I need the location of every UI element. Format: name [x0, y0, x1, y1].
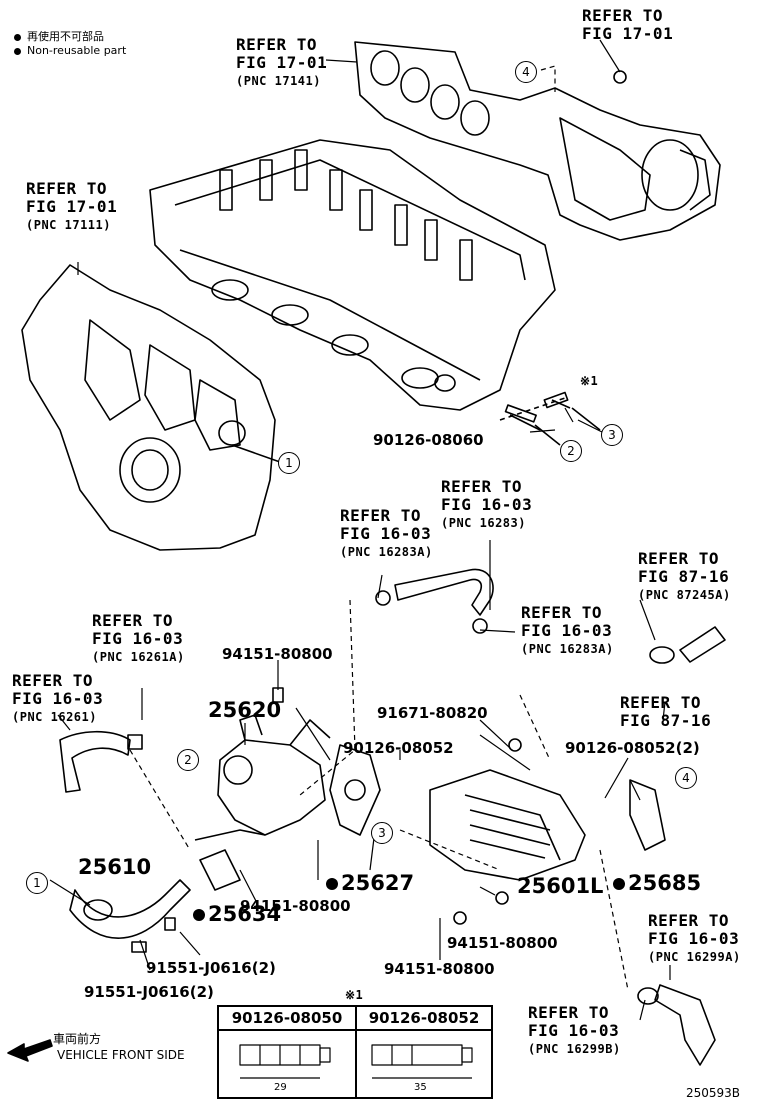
note-mark-top: ※1 [580, 374, 599, 388]
callout-1-top: 1 [278, 452, 300, 474]
front-arrow-icon [7, 1039, 53, 1062]
callout-2-mid: 2 [177, 749, 199, 771]
part-90126-08060[interactable]: 90126-08060 [373, 431, 484, 449]
non-reusable-dot-icon [14, 47, 21, 55]
part-90126-08052-qty2[interactable]: 90126-08052(2) [565, 739, 700, 757]
callout-2-top: 2 [560, 440, 582, 462]
part-94151-80800-bottom[interactable]: 94151-80800 [384, 960, 495, 978]
stud-length-table: 90126-08050 90126-08052 29 35 [217, 1005, 493, 1099]
non-reusable-dot-icon [193, 909, 205, 921]
callout-1-bottom: 1 [26, 872, 48, 894]
table-header-90126-08052: 90126-08052 [368, 1009, 480, 1027]
part-25610[interactable]: 25610 [78, 855, 152, 879]
callout-4-top: 4 [515, 61, 537, 83]
part-25627[interactable]: 25627 [326, 873, 414, 894]
intake-manifold-drawing [21, 264, 281, 551]
legend: 再使用不可部品 Non-reusable part [14, 30, 126, 58]
part-94151-80800-right[interactable]: 94151-80800 [447, 934, 558, 952]
egr-cooler-drawing [429, 738, 586, 925]
part-91671-80820[interactable]: 91671-80820 [377, 704, 488, 722]
callout-4-mid: 4 [675, 767, 697, 789]
note-mark-table: ※1 [345, 988, 364, 1002]
part-25601L[interactable]: 25601L [517, 874, 604, 898]
non-reusable-dot-icon [14, 33, 21, 41]
legend-line-en: Non-reusable part [14, 44, 126, 58]
table-divider [355, 1007, 357, 1097]
callout-3-top: 3 [601, 424, 623, 446]
non-reusable-dot-icon [613, 878, 625, 890]
egr-pipe-drawing [69, 879, 191, 953]
dim-29: 29 [274, 1082, 287, 1093]
legend-line-jp: 再使用不可部品 [14, 30, 126, 44]
part-25634[interactable]: 25634 [193, 904, 281, 925]
part-25620[interactable]: 25620 [208, 698, 282, 722]
part-94151-80800-mid[interactable]: 94151-80800 [240, 897, 351, 915]
vehicle-front-side: 車両前方 VEHICLE FRONT SIDE [53, 1032, 185, 1062]
part-25685[interactable]: 25685 [613, 873, 701, 894]
part-91551-j0616-b[interactable]: 91551-J0616(2) [84, 983, 214, 1001]
hose-drawing [59, 568, 726, 1066]
part-94151-80800-top[interactable]: 94151-80800 [222, 645, 333, 663]
callout-3-mid: 3 [371, 822, 393, 844]
part-90126-08052[interactable]: 90126-08052 [343, 739, 454, 757]
non-reusable-dot-icon [326, 878, 338, 890]
table-header-rule [219, 1029, 491, 1031]
exhaust-manifold-drawing [354, 41, 721, 241]
table-header-90126-08050: 90126-08050 [231, 1009, 343, 1027]
cylinder-head-drawing [149, 139, 601, 446]
gasket-drawing [199, 744, 666, 891]
dim-35: 35 [414, 1082, 427, 1093]
egr-valve-drawing [194, 687, 331, 841]
illustration-code: 250593B [686, 1086, 741, 1100]
part-91551-j0616-a[interactable]: 91551-J0616(2) [146, 959, 276, 977]
stud-drawings [239, 1044, 473, 1079]
